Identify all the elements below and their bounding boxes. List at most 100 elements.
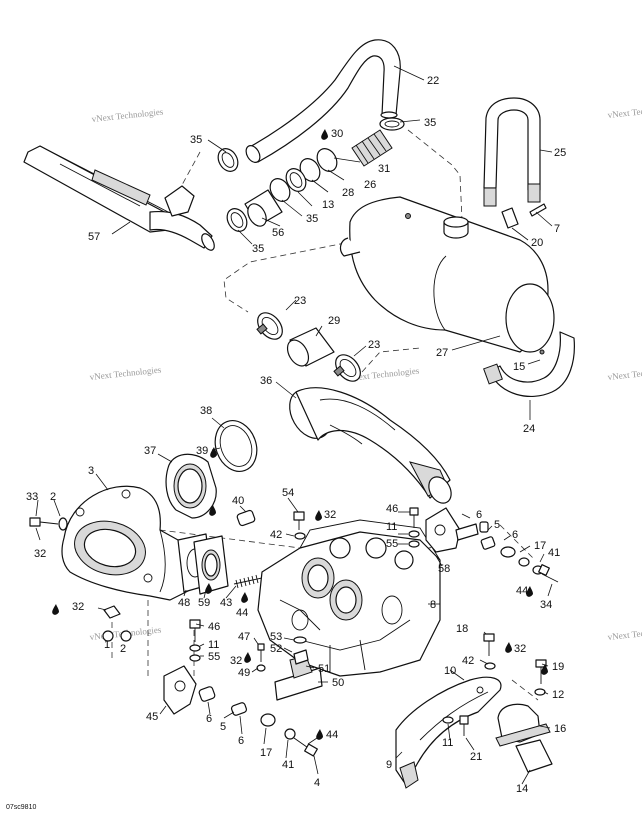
callout: 8 <box>430 599 436 611</box>
lower-clamps <box>256 312 361 382</box>
callout: 59 <box>198 597 210 609</box>
callout: 5 <box>220 721 226 733</box>
callout: 44 <box>236 607 248 619</box>
callout: 52 <box>270 643 282 655</box>
callout: 7 <box>554 223 560 235</box>
callout: 56 <box>272 227 284 239</box>
callout: 57 <box>88 231 100 243</box>
callout: 32 <box>230 655 242 667</box>
callout: 42 <box>270 529 282 541</box>
clamps-upper <box>217 117 405 232</box>
callout: 9 <box>386 759 392 771</box>
short-tube <box>244 189 283 227</box>
callout: 39 <box>196 445 208 457</box>
callout: 10 <box>444 665 456 677</box>
callout: 33 <box>26 491 38 503</box>
muffler <box>339 196 555 355</box>
callout: 15 <box>513 361 525 373</box>
manifold-bolt <box>29 517 68 531</box>
callout: 12 <box>552 689 564 701</box>
callout: 16 <box>554 723 566 735</box>
callout: 44 <box>516 585 528 597</box>
small-bolts-47-49 <box>256 643 266 672</box>
oil-drop-icon <box>244 652 251 663</box>
callout: 45 <box>146 711 158 723</box>
rear-engine-mount <box>495 703 553 773</box>
callout: 55 <box>386 538 398 550</box>
oil-drop-icons <box>52 129 548 740</box>
callout: 46 <box>386 503 398 515</box>
bolt-stacks <box>293 507 420 548</box>
oil-drop-icon <box>210 447 217 458</box>
oil-drop-icon <box>526 586 533 597</box>
callout: 50 <box>332 677 344 689</box>
callout: 30 <box>331 128 343 140</box>
watermark-text: vNext Technologies <box>91 106 164 124</box>
callout: 40 <box>232 495 244 507</box>
callout: 36 <box>260 375 272 387</box>
mount-hardware-right <box>479 521 559 583</box>
callout: 35 <box>190 134 202 146</box>
callout: 22 <box>427 75 439 87</box>
callout: 17 <box>260 747 272 759</box>
front-mount-bracket <box>163 665 318 757</box>
callout: 38 <box>200 405 212 417</box>
callout: 32 <box>514 643 526 655</box>
oil-drop-icon <box>241 592 248 603</box>
gasket-ring <box>214 420 258 472</box>
left-lower-hardware <box>102 605 201 662</box>
callout: 24 <box>523 423 535 435</box>
callout: 20 <box>531 237 543 249</box>
drawing-code: 07sc9810 <box>6 804 36 811</box>
oil-drop-icon <box>321 129 328 140</box>
callout: 37 <box>144 445 156 457</box>
callout: 44 <box>326 729 338 741</box>
callout: 54 <box>282 487 294 499</box>
callout: 49 <box>238 667 250 679</box>
callout: 41 <box>282 759 294 771</box>
callout: 55 <box>208 651 220 663</box>
oil-drop-icon <box>315 510 322 521</box>
callout: 27 <box>436 347 448 359</box>
callout: 23 <box>368 339 380 351</box>
watermark-text: vNext Technologies <box>89 364 162 382</box>
callout: 58 <box>438 563 450 575</box>
callout: 31 <box>378 163 390 175</box>
callout: 29 <box>328 315 340 327</box>
strap <box>483 97 541 207</box>
callout: 51 <box>318 663 330 675</box>
callout: 46 <box>208 621 220 633</box>
callout: 32 <box>72 601 84 613</box>
oil-drop-icon <box>209 505 216 516</box>
callout: 11 <box>386 521 397 533</box>
resonator-pipe <box>23 145 215 251</box>
callout: 28 <box>342 187 354 199</box>
callout: 2 <box>120 643 126 655</box>
leader-lines <box>35 65 553 785</box>
exhaust-hose <box>245 39 401 163</box>
callout: 34 <box>540 599 552 611</box>
callout: 3 <box>88 465 94 477</box>
callout: 11 <box>208 639 219 651</box>
rear-mount-bracket <box>425 507 479 553</box>
callout: 1 <box>104 639 110 651</box>
callout: 32 <box>324 509 336 521</box>
callout: 11 <box>442 737 453 749</box>
callout: 47 <box>238 631 250 643</box>
callout: 53 <box>270 631 282 643</box>
callout: 41 <box>548 547 560 559</box>
stud-spring <box>233 574 263 589</box>
callout: 43 <box>220 597 232 609</box>
callout: 32 <box>34 548 46 560</box>
callout: 35 <box>306 213 318 225</box>
callout: 19 <box>552 661 564 673</box>
watermark-text: vNext Technologies <box>607 102 642 120</box>
oil-drop-icon <box>541 664 548 675</box>
oil-drop-icon <box>205 583 212 594</box>
oil-drop-icon <box>316 729 323 740</box>
callout: 2 <box>50 491 56 503</box>
callout-numbers: 22 35 35 30 31 26 28 13 35 35 57 56 25 7… <box>26 75 566 795</box>
oil-drop-icon <box>52 604 59 615</box>
callout: 21 <box>470 751 482 763</box>
